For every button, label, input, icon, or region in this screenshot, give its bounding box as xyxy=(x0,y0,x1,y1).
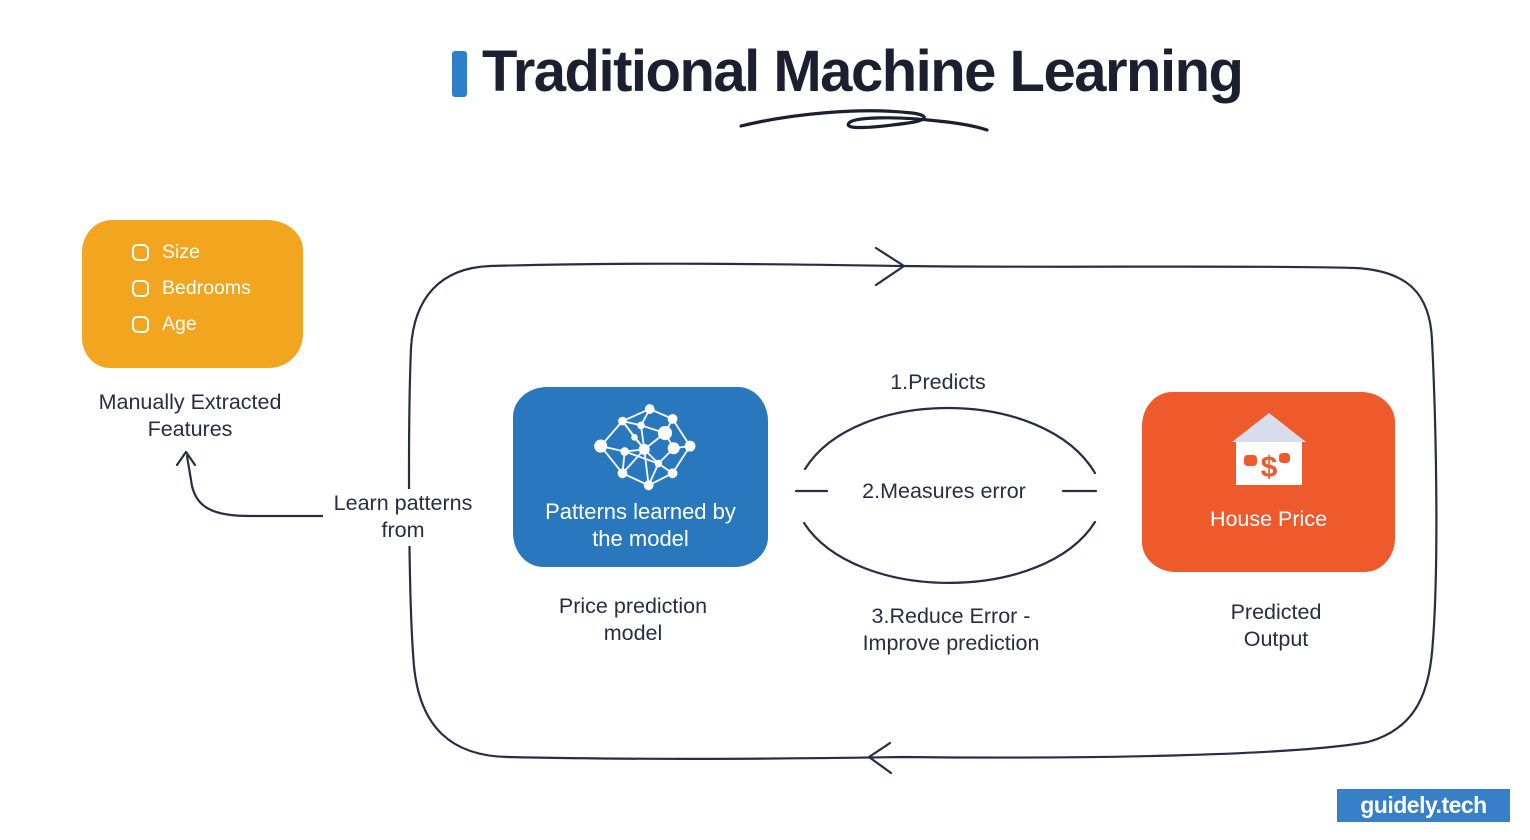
learn-patterns-label: Learn patterns from xyxy=(323,489,483,547)
checkbox-icon xyxy=(132,244,149,261)
title-underline-swoosh-icon xyxy=(739,109,989,132)
cycle-step3-label: 3.Reduce Error - Improve prediction xyxy=(862,604,1040,655)
output-card-label: House Price xyxy=(1209,507,1328,531)
feature-label: Size xyxy=(162,241,200,263)
output-caption: Predicted Output xyxy=(1230,600,1322,651)
model-card-label: Patterns learned by the model xyxy=(545,499,736,551)
title-accent-bar xyxy=(452,50,467,97)
learn-arrowhead-icon xyxy=(175,450,197,467)
loop-top-arrowhead-icon xyxy=(874,246,906,287)
window-icon xyxy=(1243,455,1257,466)
model-card: Patterns learned by the model xyxy=(513,387,768,567)
loop-bottom-arrowhead-icon xyxy=(867,741,893,775)
checkbox-icon xyxy=(132,280,149,297)
cycle-step1-label: 1.Predicts xyxy=(890,370,986,394)
feature-row-size: Size xyxy=(132,241,200,264)
feature-label: Age xyxy=(162,313,197,335)
checkbox-icon xyxy=(132,316,149,333)
dollar-sign-icon: $ xyxy=(1260,451,1277,484)
page-title: Traditional Machine Learning xyxy=(482,39,1244,104)
output-card: $ House Price xyxy=(1142,392,1395,572)
feature-label: Bedrooms xyxy=(162,277,251,299)
logo-badge: guidely.tech xyxy=(1337,789,1510,822)
page-header: Traditional Machine Learning xyxy=(452,38,1244,105)
features-caption: Manually Extracted Features xyxy=(98,390,282,441)
logo-text: guidely.tech xyxy=(1360,792,1487,818)
cycle-lower-arc xyxy=(802,520,1097,584)
feature-row-age: Age xyxy=(132,313,197,336)
model-caption: Price prediction model xyxy=(558,594,708,645)
feature-row-bedrooms: Bedrooms xyxy=(132,277,251,300)
window-icon xyxy=(1278,453,1290,463)
cycle-step2-label: 2.Measures error xyxy=(862,479,1026,503)
features-card: Size Bedrooms Age xyxy=(82,220,303,368)
cycle-upper-arc xyxy=(803,406,1097,475)
house-icon: $ xyxy=(1229,409,1309,492)
network-icon xyxy=(582,396,700,499)
